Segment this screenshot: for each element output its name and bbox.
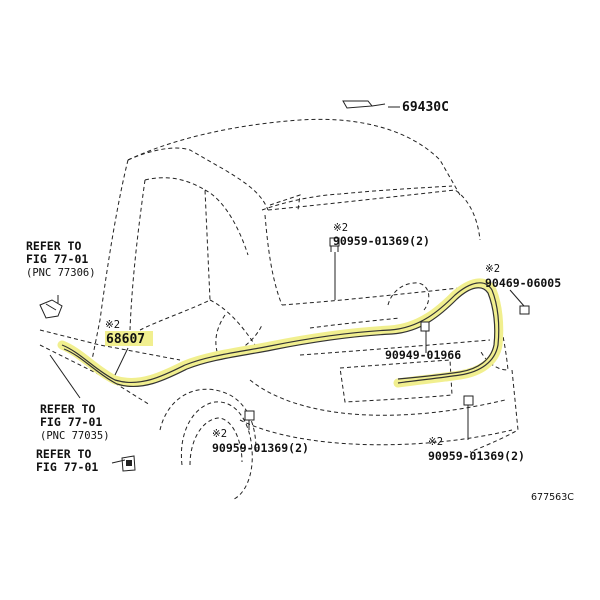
clip-left-shape [244,410,255,421]
hose-label-highlight [105,331,153,346]
ref3-line1: REFER TO [36,447,91,461]
label-grommet: 90949-01966 [385,348,461,362]
mark-hose: ※2 [105,319,120,331]
label-clip-upper: 90959-01369(2) [333,234,430,248]
label-nozzle: 90469-06005 [485,276,561,290]
clip-upper-shape [329,237,340,252]
clip-right-shape [463,395,474,406]
ref3-line2: FIG 77-01 [36,460,98,474]
mark-nozzle: ※2 [485,263,500,275]
washer-hose-assembly [57,278,504,388]
bracket-left-shape [39,299,63,319]
figure-code: 677563C [531,492,574,503]
grommet-shape [420,321,430,332]
ref1-line2: FIG 77-01 [26,252,88,266]
car-body-outline [39,118,519,501]
ref1-line3: (PNC 77306) [26,267,96,279]
label-69430c: 69430C [402,100,449,115]
mark-clip-upper: ※2 [333,222,348,234]
leader-lines [49,106,525,464]
label-hose-68607: 68607 [106,332,145,347]
nozzle-shape [519,305,530,315]
ref2-line1: REFER TO [40,402,95,416]
ref2-line2: FIG 77-01 [40,415,102,429]
ref2-line3: (PNC 77035) [40,430,110,442]
mark-clip-left: ※2 [212,428,227,440]
ref1-line1: REFER TO [26,239,81,253]
part-69430c-shape [342,100,386,109]
label-clip-left: 90959-01369(2) [212,441,309,455]
part-ref3-shape [121,455,136,472]
mark-clip-right: ※2 [428,436,443,448]
label-clip-right: 90959-01369(2) [428,449,525,463]
